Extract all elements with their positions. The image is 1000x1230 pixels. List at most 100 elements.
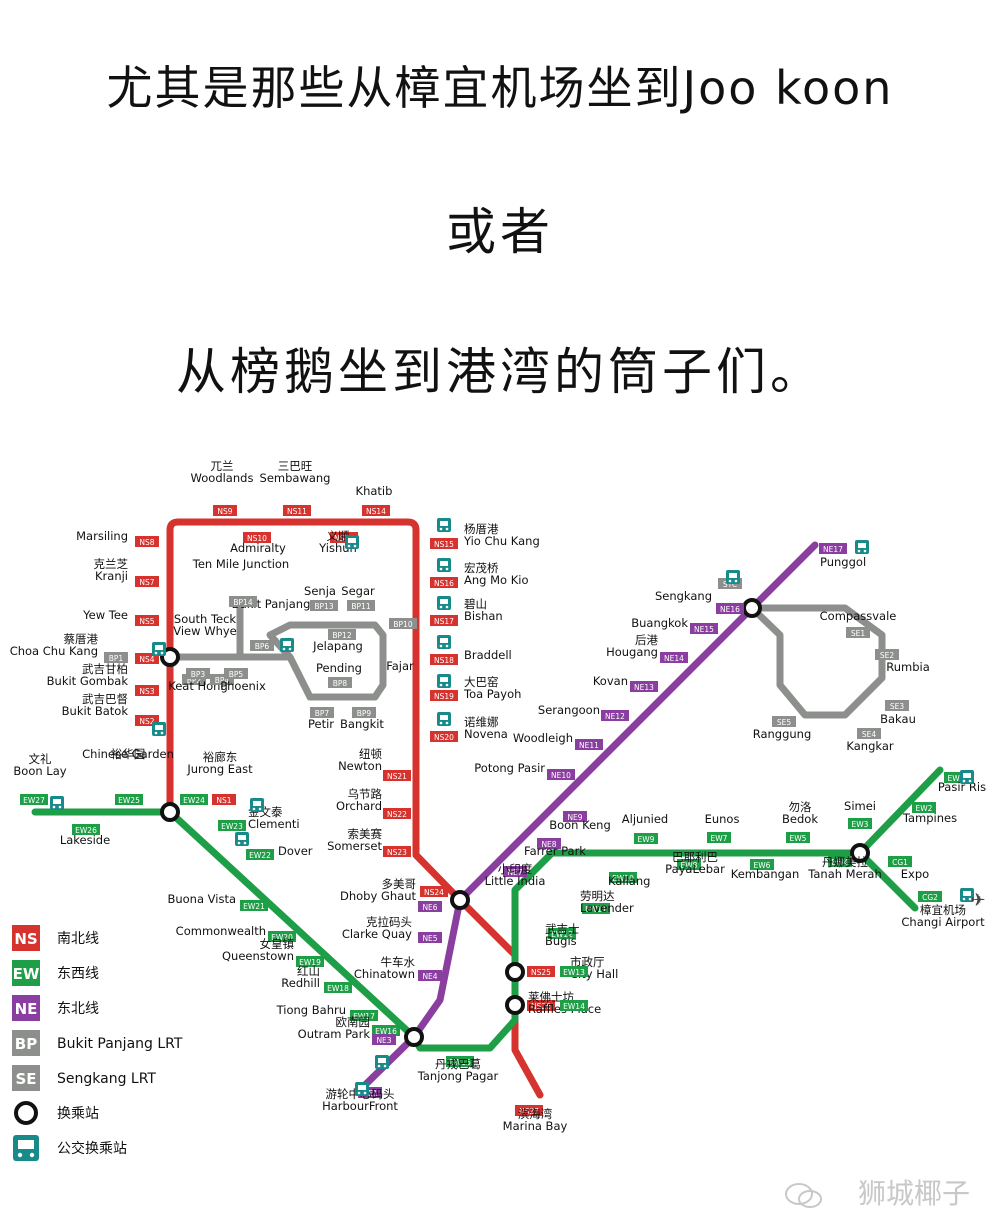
station-name-en: Aljunied bbox=[622, 812, 668, 826]
station-name-en: Novena bbox=[464, 727, 508, 741]
station-code: BP1 bbox=[109, 654, 124, 663]
bus-icon bbox=[726, 570, 740, 584]
station-code-badge bbox=[135, 576, 159, 587]
station-code-badge bbox=[430, 577, 458, 588]
station-code: NS16 bbox=[434, 579, 454, 588]
station-name-en: Marina Bay bbox=[503, 1119, 568, 1133]
station-name-en: Simei bbox=[844, 799, 876, 813]
station-code-badge bbox=[750, 859, 774, 870]
station-code-badge bbox=[283, 505, 311, 516]
station-code-badge bbox=[135, 615, 159, 626]
station-code: NS4 bbox=[139, 655, 154, 664]
station-name-cn: 樟宜机场 bbox=[920, 903, 966, 917]
station-name-cn: 小印度 bbox=[498, 862, 533, 876]
line-bp bbox=[166, 603, 387, 701]
legend-code: SE bbox=[15, 1070, 36, 1088]
station-code-badge bbox=[772, 716, 796, 727]
station-name-cn: 宏茂桥 bbox=[464, 561, 499, 575]
station-code-badge bbox=[944, 772, 968, 783]
station-name-en: Lavender bbox=[580, 901, 634, 915]
station-name-en: View Whye bbox=[173, 624, 237, 638]
station-name-cn: 武吉巴督 bbox=[82, 692, 128, 706]
station-name-en: South Teck bbox=[174, 612, 237, 626]
station-code: EW16 bbox=[375, 1027, 397, 1036]
station-name-cn: 乌节路 bbox=[348, 787, 383, 801]
station-name-cn: 蔡厝港 bbox=[64, 632, 99, 646]
legend-item: 换乘站 bbox=[14, 1101, 99, 1125]
mrt-map: NS9兀兰WoodlandsNS10AdmiraltyNS11三巴旺Sembaw… bbox=[10, 460, 986, 1161]
station-name-cn: 丹娜美拉 bbox=[822, 855, 868, 869]
station-code-badge bbox=[180, 794, 208, 805]
station-name-en: Bakau bbox=[880, 712, 916, 726]
station-code: EW7 bbox=[711, 834, 728, 843]
station-code: EW19 bbox=[299, 958, 321, 967]
legend-label: Bukit Panjang LRT bbox=[57, 1036, 183, 1052]
airport-icon: ✈ bbox=[970, 890, 985, 911]
station-code: SE1 bbox=[851, 629, 865, 638]
station-name-en: Commonwealth bbox=[176, 924, 266, 938]
station-code-badge bbox=[135, 715, 159, 726]
station-code-badge bbox=[383, 770, 411, 781]
legend-swatch bbox=[12, 995, 40, 1021]
station-code-badge bbox=[362, 505, 390, 516]
station-code: NE5 bbox=[422, 934, 437, 943]
station-name-en: Bukit Batok bbox=[62, 704, 129, 718]
station-code: BP11 bbox=[351, 602, 370, 611]
station-name-en: Bukit Gombak bbox=[47, 674, 129, 688]
station-code-badge bbox=[716, 603, 744, 614]
station-name-en: Kranji bbox=[95, 569, 128, 583]
station-code-badge bbox=[268, 931, 296, 942]
station-name-en: Newton bbox=[338, 759, 382, 773]
station-code-badge bbox=[224, 668, 248, 679]
legend-code: NE bbox=[15, 1000, 38, 1018]
station-code: EW15 bbox=[449, 1058, 471, 1067]
station-name-en: Marsiling bbox=[76, 529, 128, 543]
station-code-badge bbox=[420, 886, 448, 897]
station-code-badge bbox=[182, 674, 206, 685]
station-name-en: Tanah Merah bbox=[807, 867, 882, 881]
bus-icon bbox=[250, 798, 264, 812]
station-code: BP3 bbox=[191, 670, 206, 679]
station-name-cn: 勿洛 bbox=[789, 800, 812, 814]
station-code-badge bbox=[828, 856, 852, 867]
station-name-en: Ranggung bbox=[753, 727, 812, 741]
station-code-badge bbox=[503, 866, 527, 877]
interchange-icon bbox=[505, 962, 525, 982]
station-code: NE1 bbox=[362, 1089, 377, 1098]
station-ew24: EW24 bbox=[180, 794, 208, 805]
station-name-en: Buangkok bbox=[631, 616, 688, 630]
bus-icon bbox=[235, 832, 249, 846]
caption-line-3: 从榜鹅坐到港湾的筒子们。 bbox=[176, 343, 824, 401]
legend-label: 换乘站 bbox=[57, 1105, 99, 1122]
legend-label: Sengkang LRT bbox=[57, 1071, 156, 1087]
station-name-en: Chinatown bbox=[354, 967, 415, 981]
station-code: NS21 bbox=[387, 772, 407, 781]
station-code: NE14 bbox=[664, 654, 684, 663]
station-name-en: Potong Pasir bbox=[474, 761, 545, 775]
station-code-badge bbox=[310, 707, 334, 718]
station-name-en: Woodlands bbox=[191, 471, 254, 485]
station-name-en: Expo bbox=[901, 867, 929, 881]
station-name-en: Ten Mile Junction bbox=[192, 557, 289, 571]
station-ew13: EW13 bbox=[560, 966, 588, 977]
station-name-en: Punggol bbox=[820, 555, 866, 569]
